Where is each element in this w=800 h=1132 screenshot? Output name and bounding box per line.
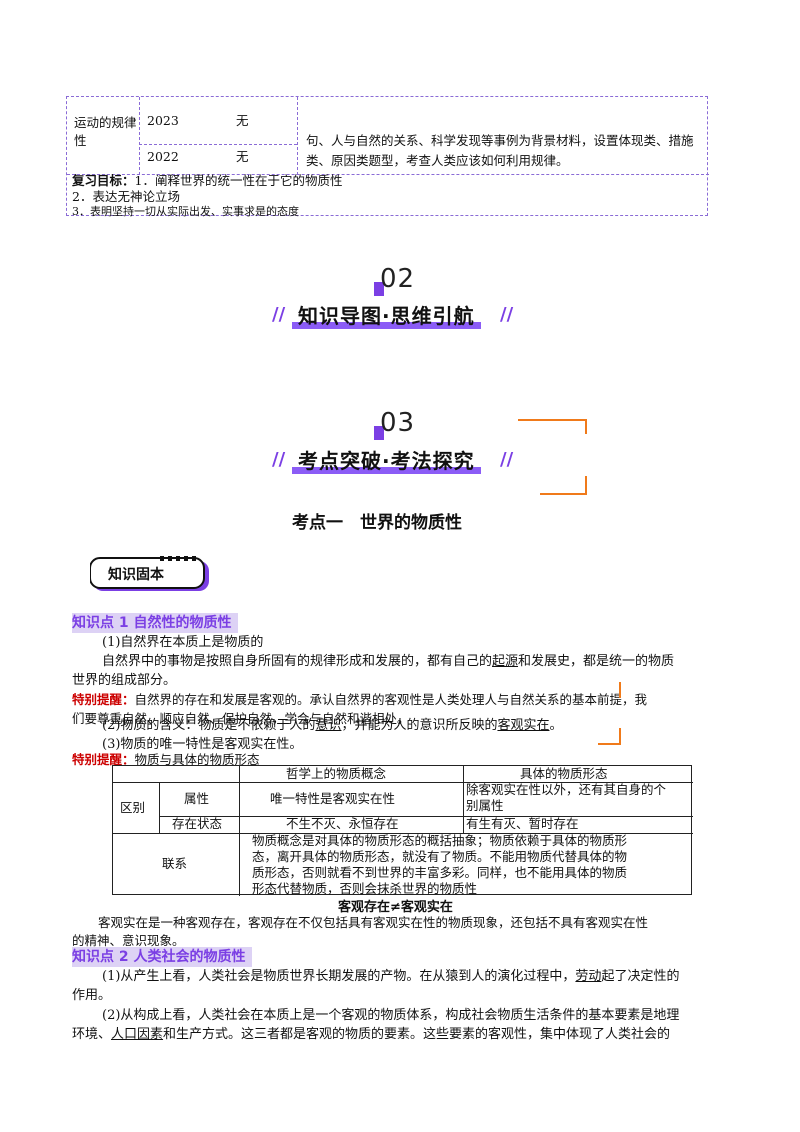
review-goal-3: 3．表明坚持一切从实际出发、实事求是的态度 [72, 205, 299, 218]
kgcz-title: 客观存在≠客观实在 [338, 900, 453, 915]
review-goal-1: 1．阐释世界的统一性在于它的物质性 [134, 173, 343, 188]
row-label: 运动的规律性 [74, 115, 137, 148]
table-cunzai-1: 不生不灭、永恒存在 [286, 816, 399, 831]
kp1-p2-cont: 世界的组成部分。 [72, 673, 177, 688]
year-2022: 2022 [147, 149, 179, 164]
orange-bracket-decoration [598, 682, 621, 745]
kp2-p2: (2)从构成上看，人类社会在本质上是一个客观的物质体系，构成社会物质生活条件的基… [102, 1008, 680, 1023]
kp1-p4: (3)物质的唯一特性是客观实在性。 [102, 737, 303, 752]
table-cunzai-2: 有生有灭、暂时存在 [466, 816, 579, 831]
kp1-p3: (2)物质的含义：物质是不依赖于人的意识，并能为人的意识所反映的客观实在。 [102, 718, 563, 733]
kp2-p1-cont: 作用。 [72, 988, 112, 1003]
section-title: 考点突破·考法探究 [292, 445, 481, 474]
table-lianxi-2: 态，离开具体的物质形态，就没有了物质。不能用物质代替具体的物 [252, 849, 628, 864]
value-2023: 无 [236, 113, 249, 128]
value-2022: 无 [236, 149, 249, 164]
exam-table [66, 96, 709, 216]
kp1-tip: 特别提醒：自然界的存在和发展是客观的。承认自然界的客观性是人类处理人与自然关系的… [72, 692, 648, 707]
review-goal-2: 2．表达无神论立场 [72, 189, 180, 204]
kgcz-text-1: 客观实在是一种客观存在，客观存在不仅包括具有客观实在性的物质现象，还包括不具有客… [98, 915, 649, 930]
table-shuxing-1: 唯一特性是客观实在性 [270, 791, 396, 806]
slash-decoration: // [500, 449, 514, 470]
section-number-bar [374, 282, 384, 296]
table-lianxi-4: 形态代替物质，否则会抹杀世界的物质性 [252, 881, 478, 896]
kp2-p2-cont: 环境、人口因素和生产方式。这三者都是客观的物质的要素。这些要素的客观性，集中体现… [72, 1027, 671, 1042]
exam-description: 句、人与自然的关系、科学发现等事例为背景材料，设置体现类、措施类、原因类题型，考… [306, 133, 694, 168]
kp1-p1: (1)自然界在本质上是物质的 [102, 635, 264, 650]
kp1-tip-cont: 们要尊重自然、顺应自然、保护自然，学会与自然和谐相处。 [72, 711, 410, 726]
kp2-p1: (1)从产生上看，人类社会是物质世界长期发展的产物。在从猿到人的演化过程中，劳动… [102, 969, 680, 984]
kp1-heading: 知识点 1 自然性的物质性 [72, 613, 238, 633]
slash-decoration: // [272, 449, 286, 470]
table-header-concrete: 具体的物质形态 [520, 766, 608, 781]
kaodian-title: 考点一 世界的物质性 [292, 513, 462, 533]
year-2023: 2023 [147, 113, 179, 128]
knowledge-badge: 知识固本 [90, 556, 209, 591]
table-lianxi-1: 物质概念是对具体的物质形态的概括抽象；物质依赖于具体的物质形 [252, 833, 628, 848]
slash-decoration: // [500, 304, 514, 325]
table-lianxi: 联系 [162, 856, 188, 871]
kp1-p2: 自然界中的事物是按照自身所固有的规律形成和发展的，都有自己的起源和发展史，都是统… [102, 654, 675, 669]
kgcz-text-2: 的精神、意识现象。 [72, 933, 185, 948]
orange-bracket-decoration [518, 419, 587, 495]
section-title: 知识导图·思维引航 [292, 300, 481, 329]
section-number: 02 [380, 264, 416, 294]
table-header-philosophy: 哲学上的物质概念 [286, 766, 387, 781]
table-lianxi-3: 质形态，否则就看不到世界的丰富多彩。同样，也不能用具体的物质 [252, 865, 628, 880]
table-shuxing-2b: 别属性 [466, 798, 504, 813]
review-label: 复习目标： [72, 173, 135, 188]
section-number: 03 [380, 408, 416, 438]
table-cunzai: 存在状态 [172, 816, 223, 831]
table-shuxing: 属性 [184, 791, 210, 806]
section-number-bar [374, 426, 384, 440]
table-qubie: 区别 [120, 800, 146, 815]
kp1-tip2: 特别提醒：物质与具体的物质形态 [72, 752, 260, 767]
kp2-heading: 知识点 2 人类社会的物质性 [72, 947, 252, 967]
compare-table [112, 765, 693, 896]
slash-decoration: // [272, 304, 286, 325]
table-shuxing-2a: 除客观实在性以外，还有其自身的个 [466, 782, 667, 797]
badge-label: 知识固本 [108, 567, 164, 583]
